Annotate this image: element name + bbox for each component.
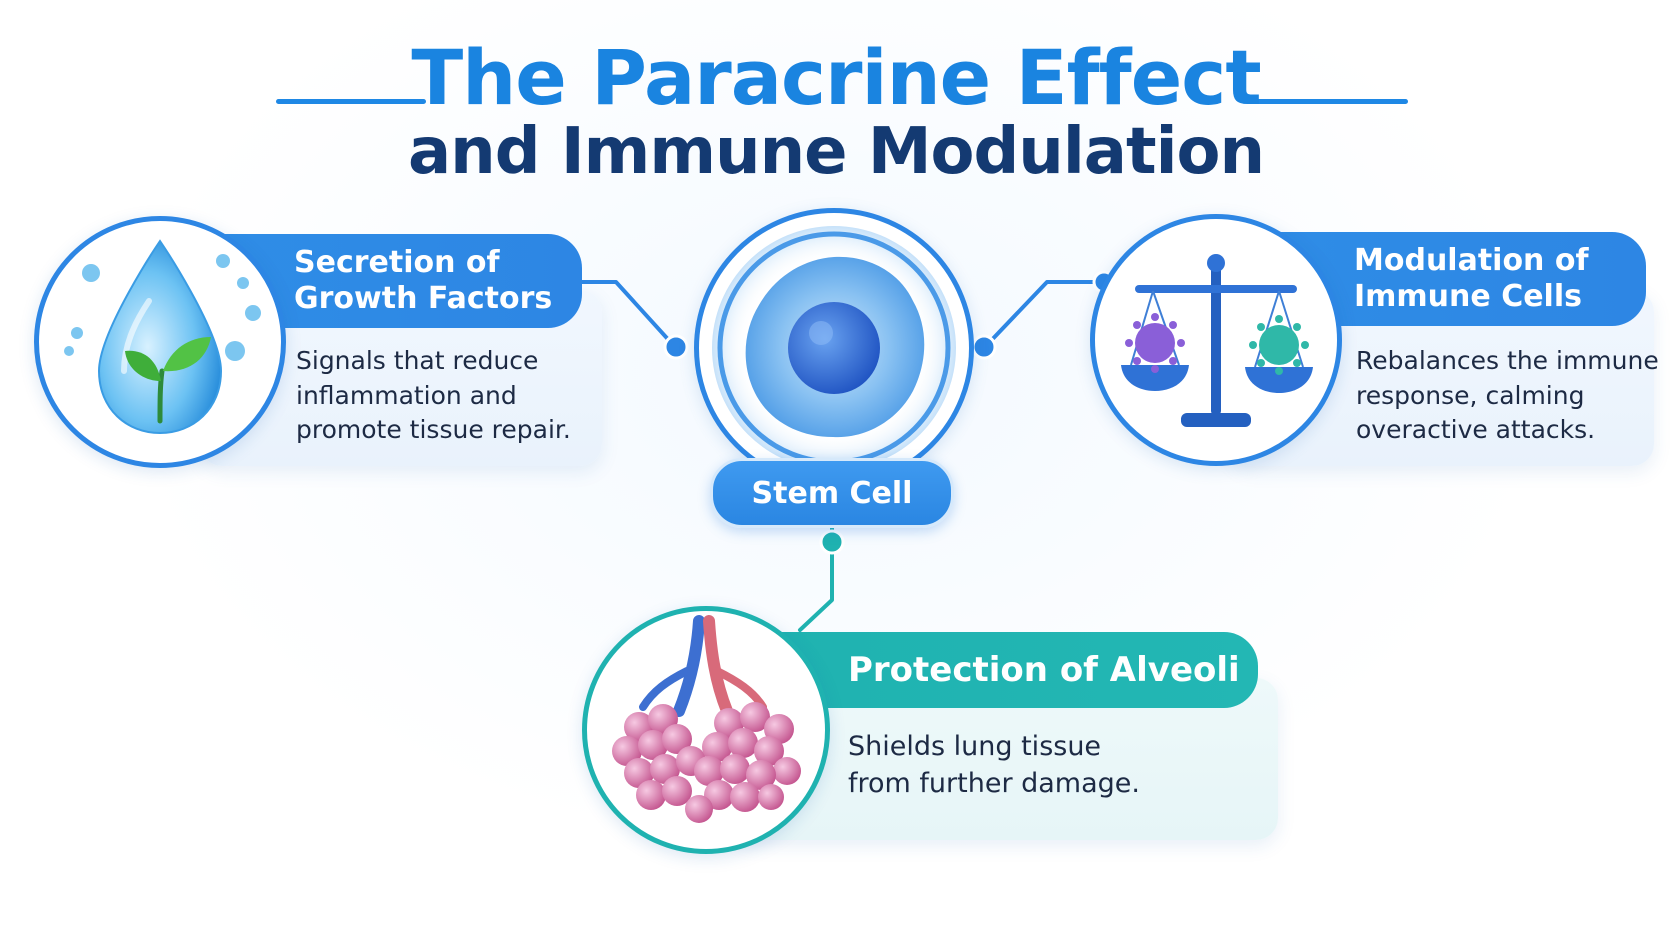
panel-immune-cells-heading: Modulation of Immune Cells <box>1354 243 1589 314</box>
connector-node-bottom <box>819 529 845 555</box>
alveoli-lung-icon <box>612 615 801 823</box>
panel-growth-factors-circle <box>34 216 286 468</box>
title-decor-left <box>276 99 426 104</box>
stem-cell-icon <box>712 226 956 470</box>
panel-alveoli-heading: Protection of Alveoli <box>848 649 1240 690</box>
balance-scale-virus-icon <box>1121 254 1313 427</box>
title-decor-right <box>1250 99 1408 104</box>
panel-alveoli-circle <box>582 606 830 854</box>
connector-node-left <box>663 334 689 360</box>
connector-right <box>983 280 1106 349</box>
stem-cell-circle <box>694 208 974 488</box>
panel-alveoli-description: Shields lung tissue from further damage. <box>848 731 1140 800</box>
title-main: The Paracrine Effect <box>411 33 1261 122</box>
connector-node-right <box>971 334 997 360</box>
panel-growth-factors-description: Signals that reduce inflammation and pro… <box>296 346 571 444</box>
panel-growth-factors-heading: Secretion of Growth Factors <box>294 245 553 316</box>
water-drop-sprout-icon <box>64 239 261 435</box>
stem-cell-label: Stem Cell <box>710 458 954 528</box>
panel-immune-cells-circle <box>1090 214 1342 466</box>
panel-immune-cells-description: Rebalances the immune response, calming … <box>1356 346 1659 444</box>
title-sub: and Immune Modulation <box>407 115 1265 189</box>
